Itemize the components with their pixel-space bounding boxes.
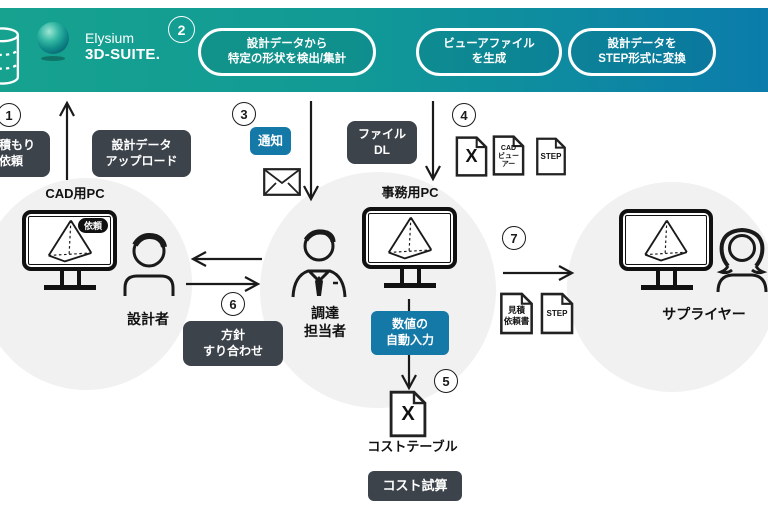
- header-banner: Elysium 3D-SUITE. 2 設計データから 特定の形状を検出/集計 …: [0, 8, 768, 92]
- step-3-number: 3: [232, 102, 256, 126]
- step-5-number: 5: [434, 369, 458, 393]
- pill-detect-shapes[interactable]: 設計データから 特定の形状を検出/集計: [198, 28, 376, 76]
- cad-pc-label: CAD用PC: [45, 186, 105, 201]
- pyramid-3d-icon: [47, 219, 92, 262]
- procurement-person-icon: [291, 229, 347, 298]
- step-4-number: 4: [452, 103, 476, 127]
- cad-pc-monitor-icon: 依頼: [22, 210, 118, 290]
- auto-input-badge: 数値の自動入力: [371, 311, 449, 355]
- request-tag-badge: 依頼: [77, 218, 108, 233]
- pill-generate-viewer[interactable]: ビューアファイル を生成: [416, 28, 562, 76]
- step-file-icon: STEP: [534, 137, 568, 176]
- estimate-request-badge: 見積もり依頼: [0, 131, 50, 177]
- logo-shadow: [41, 56, 65, 61]
- pyramid-3d-icon: [644, 219, 688, 261]
- designer-label: 設計者: [127, 311, 169, 327]
- office-pc-label: 事務用PC: [381, 185, 439, 200]
- cost-table-excel-file-icon: X: [388, 390, 428, 438]
- elysium-sphere-logo-icon: [37, 22, 69, 54]
- policy-alignment-badge: 方針すり合わせ: [183, 321, 283, 366]
- designer-person-icon: [123, 233, 175, 296]
- supplier-monitor-icon: [619, 209, 714, 290]
- step-6-number: 6: [221, 292, 245, 316]
- estimate-doc-file-icon: 見積依頼書: [499, 292, 534, 335]
- office-pc-monitor-icon: [362, 207, 458, 288]
- design-upload-badge: 設計データアップロード: [92, 130, 191, 177]
- step-1-number: 1: [0, 103, 21, 127]
- brand-name: Elysium: [85, 30, 135, 46]
- pill-convert-step[interactable]: 設計データを STEP形式に変換: [568, 28, 716, 76]
- database-cylinder-icon: [0, 27, 20, 85]
- pyramid-3d-icon: [387, 217, 432, 260]
- cost-table-label: コストテーブル: [367, 439, 458, 454]
- cost-simulation-badge: コスト試算: [368, 471, 462, 501]
- supplier-label: サプライヤー: [662, 306, 746, 322]
- step-7-number: 7: [502, 226, 526, 250]
- step-file-right-icon: STEP: [540, 292, 574, 335]
- brand-wordmark: Elysium 3D-SUITE.: [85, 30, 160, 63]
- supplier-person-icon: [716, 227, 768, 292]
- step-2-number: 2: [168, 16, 195, 43]
- excel-file-icon: X: [455, 135, 488, 178]
- notification-badge: 通知: [250, 127, 291, 155]
- brand-product: 3D-SUITE.: [85, 46, 161, 64]
- envelope-icon: [263, 168, 301, 196]
- procurement-label: 調達担当者: [304, 305, 346, 339]
